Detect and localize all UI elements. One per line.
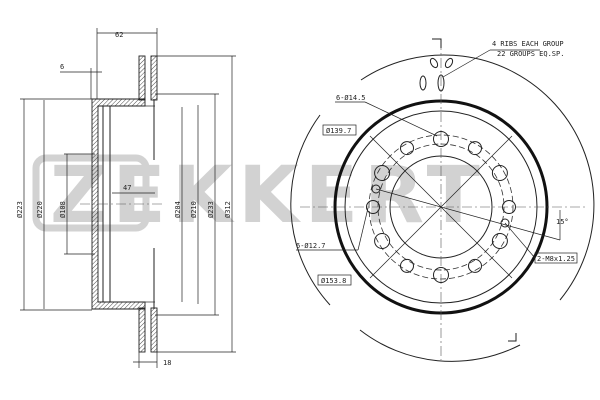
bolt-hole-large (374, 165, 391, 181)
bolt-holes (366, 131, 516, 283)
bolt-hole-small (468, 141, 482, 156)
ribs-note-line2: 22 GROUPS EQ.SP. (497, 50, 564, 58)
angle-label: 15° (556, 218, 569, 226)
holes-small-label: 6-Ø12.7 (296, 242, 326, 250)
bolt-hole-large (491, 165, 508, 181)
bolt-hole-large (491, 233, 508, 249)
dia-312-label: Ø312 (224, 201, 232, 218)
dia-210-label: Ø210 (190, 201, 198, 218)
bolt-hole-small (468, 258, 482, 273)
ribs-note-line1: 4 RIBS EACH GROUP (492, 40, 564, 48)
bolt-hole-small (400, 258, 414, 273)
thread-hole (371, 184, 381, 194)
bolt-hole-large (374, 233, 391, 249)
dim-offset-label: 47 (123, 184, 131, 192)
side-section-view: 62 6 47 18 Ø223 Ø220 Ø108 Ø204 Ø210 Ø233… (16, 28, 236, 368)
dia-204-label: Ø204 (174, 201, 182, 218)
threads-label: 2-M8x1.25 (537, 255, 575, 263)
bolt-hole-small (366, 200, 380, 214)
holes-large-label: 6-Ø14.5 (336, 94, 366, 102)
bolt-hole-large (433, 131, 449, 147)
thread-hole (500, 218, 510, 228)
pcd-139-label: Ø139.7 (326, 127, 351, 135)
logo-text: ZEKKERT (50, 151, 486, 241)
dia-108-label: Ø108 (59, 201, 67, 218)
zekkert-watermark: ZEKKERT (32, 151, 486, 241)
bolt-hole-small (502, 200, 516, 214)
dim-flange-label: 6 (60, 63, 64, 71)
bolt-hole-small (400, 141, 414, 156)
dia-233-label: Ø233 (207, 201, 215, 218)
front-view: 4 RIBS EACH GROUP 22 GROUPS EQ.SP. 6-Ø14… (290, 38, 595, 362)
dia-220-label: Ø220 (36, 201, 44, 218)
dia-223-label: Ø223 (16, 201, 24, 218)
bolt-hole-large (433, 267, 449, 283)
dim-thickness-label: 18 (163, 359, 171, 367)
pcd-153-label: Ø153.8 (321, 277, 346, 285)
dim-width-label: 62 (115, 31, 123, 39)
